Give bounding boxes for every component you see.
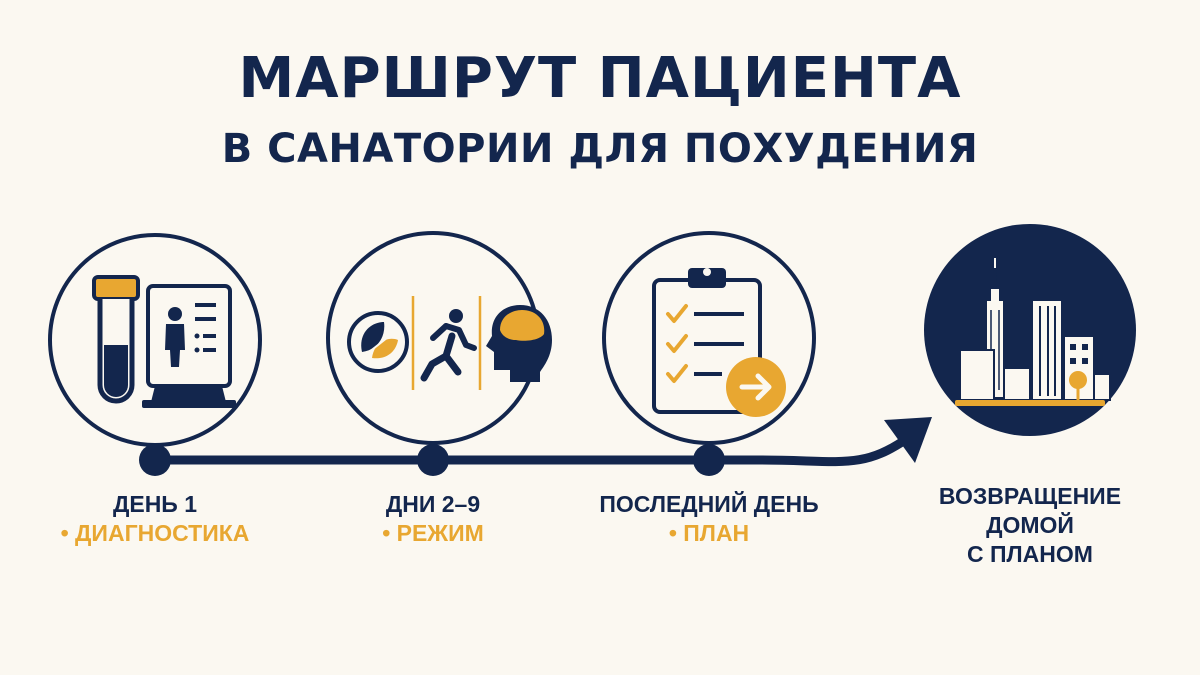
timeline-arrowhead-icon xyxy=(884,417,932,463)
step-4-line-2: ДОМОЙ xyxy=(986,512,1074,538)
page-subtitle: В САНАТОРИИ ДЛЯ ПОХУДЕНИЯ xyxy=(221,126,979,172)
step-3-title: ПОСЛЕДНИЙ ДЕНЬ xyxy=(599,491,819,517)
step-2-circle xyxy=(326,231,552,445)
step-4-line-3: С ПЛАНОМ xyxy=(967,541,1093,567)
step-2-subtitle: • РЕЖИМ xyxy=(382,520,484,546)
page-title: МАРШРУТ ПАЦИЕНТА xyxy=(238,46,962,111)
timeline-node-3 xyxy=(693,444,725,476)
test-tube-icon xyxy=(92,275,140,404)
step-3-subtitle: • ПЛАН xyxy=(668,520,750,546)
timeline-node-2 xyxy=(417,444,449,476)
brain-head-icon xyxy=(486,305,552,382)
step-4-line-1: ВОЗВРАЩЕНИЕ xyxy=(938,483,1122,509)
body-scan-monitor-icon xyxy=(142,284,236,408)
timeline-node-1 xyxy=(139,444,171,476)
step-2-label: ДНИ 2–9 • РЕЖИМ xyxy=(318,490,548,548)
step-4-circle xyxy=(924,224,1136,436)
step-3-label: ПОСЛЕДНИЙ ДЕНЬ • ПЛАН xyxy=(580,490,838,548)
step-1-label: ДЕНЬ 1 • ДИАГНОСТИКА xyxy=(40,490,270,548)
arrow-right-icon xyxy=(726,357,786,417)
step-3-circle xyxy=(602,231,816,445)
runner-icon xyxy=(420,309,477,382)
city-skyline-icon xyxy=(955,258,1111,406)
step-2-title: ДНИ 2–9 xyxy=(385,491,481,517)
leaf-icon xyxy=(347,311,409,373)
step-1-title: ДЕНЬ 1 xyxy=(112,491,198,517)
step-4-label: ВОЗВРАЩЕНИЕ ДОМОЙ С ПЛАНОМ xyxy=(915,482,1145,569)
timeline-line xyxy=(150,435,910,467)
step-1-subtitle: • ДИАГНОСТИКА xyxy=(60,520,250,546)
step-1-circle xyxy=(48,233,262,447)
